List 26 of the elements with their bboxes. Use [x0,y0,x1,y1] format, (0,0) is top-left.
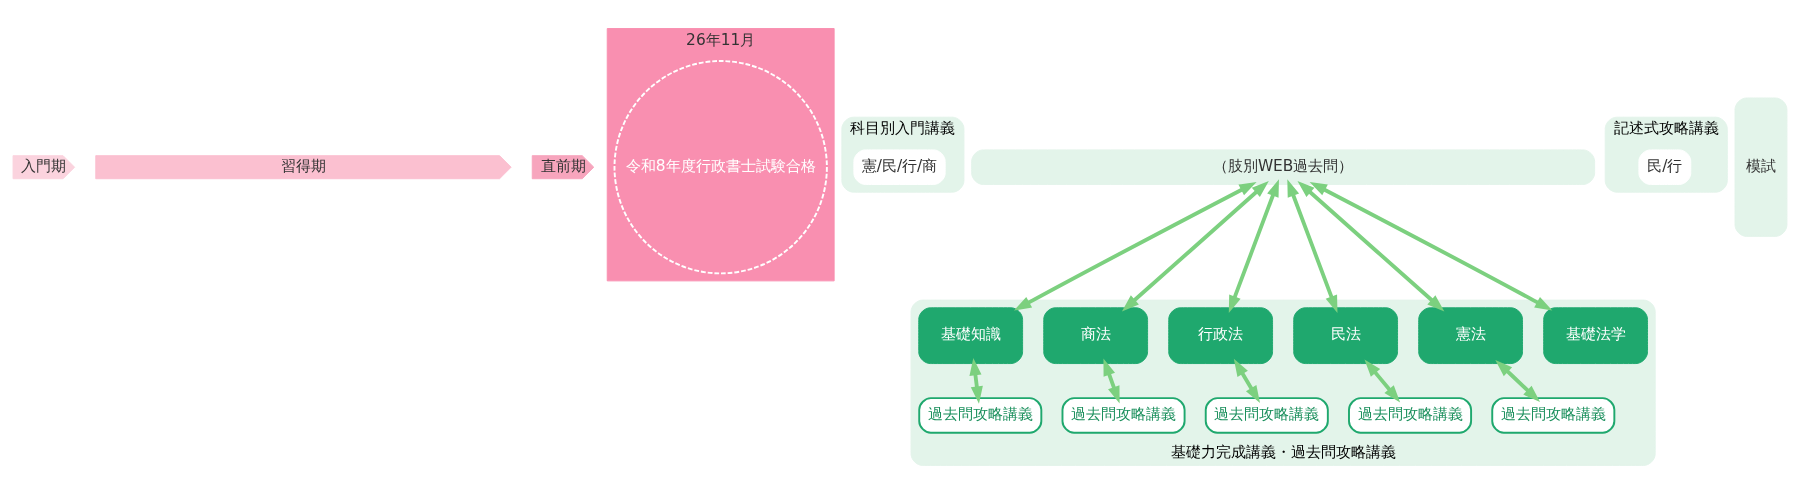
node-circle: 令和8年度行政書士試験合格 [613,59,828,274]
arrow [1287,178,1338,313]
arrow [1297,180,1445,311]
node-box: 行政法 [1168,306,1274,364]
node-box: 過去問攻略講義 [1061,396,1186,434]
node-box: 民法 [1293,306,1398,364]
node-box: 商法 [1043,306,1149,364]
node-box: （肢別WEB過去問） [971,148,1596,185]
arrow [969,357,983,404]
arrow [1121,180,1269,311]
node-box: 過去問攻略講義 [1491,396,1616,434]
node-box: 基礎知識 [918,306,1024,364]
arrow [1309,181,1553,311]
node-box: 過去問攻略講義 [918,396,1043,434]
node-box: 過去問攻略講義 [1348,396,1473,434]
arrow [1228,178,1279,313]
node-box: 憲/民/行/商 [853,148,946,185]
node-box: 民/行 [1638,148,1692,185]
node-box: 模試 [1734,97,1788,237]
arrow [1495,359,1541,402]
node-box: 過去問攻略講義 [1204,396,1329,434]
node-box: 基礎法学 [1543,306,1648,364]
arrow [1233,358,1261,403]
arrow [1013,181,1257,311]
arrow [1364,358,1401,403]
node-box: 憲法 [1418,306,1523,364]
